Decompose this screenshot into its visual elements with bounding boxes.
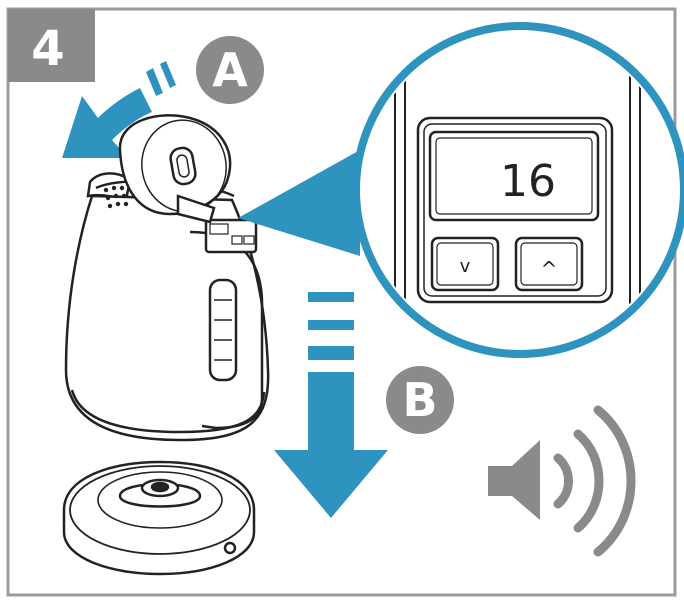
- label-b-badge: B: [386, 366, 454, 434]
- panel-frame: [6, 7, 677, 597]
- down-button-label: v: [460, 256, 471, 277]
- temperature-display: 16: [428, 130, 600, 222]
- label-b: B: [402, 373, 437, 427]
- kettle: [64, 114, 270, 442]
- label-a-badge: A: [196, 36, 264, 104]
- step-badge: 4: [8, 9, 95, 82]
- arrow-down-icon: [274, 292, 388, 518]
- temperature-readout: 16: [500, 156, 556, 207]
- speaker-icon: [488, 405, 636, 557]
- kettle-base: [62, 460, 256, 576]
- temperature-up-button[interactable]: ^: [514, 236, 584, 292]
- zoom-callout: [238, 150, 360, 256]
- label-a: A: [212, 43, 248, 97]
- up-button-label: ^: [541, 257, 558, 281]
- step-number: 4: [31, 21, 64, 77]
- curved-arrow-left-icon: [62, 61, 176, 158]
- temperature-down-button[interactable]: v: [430, 236, 500, 292]
